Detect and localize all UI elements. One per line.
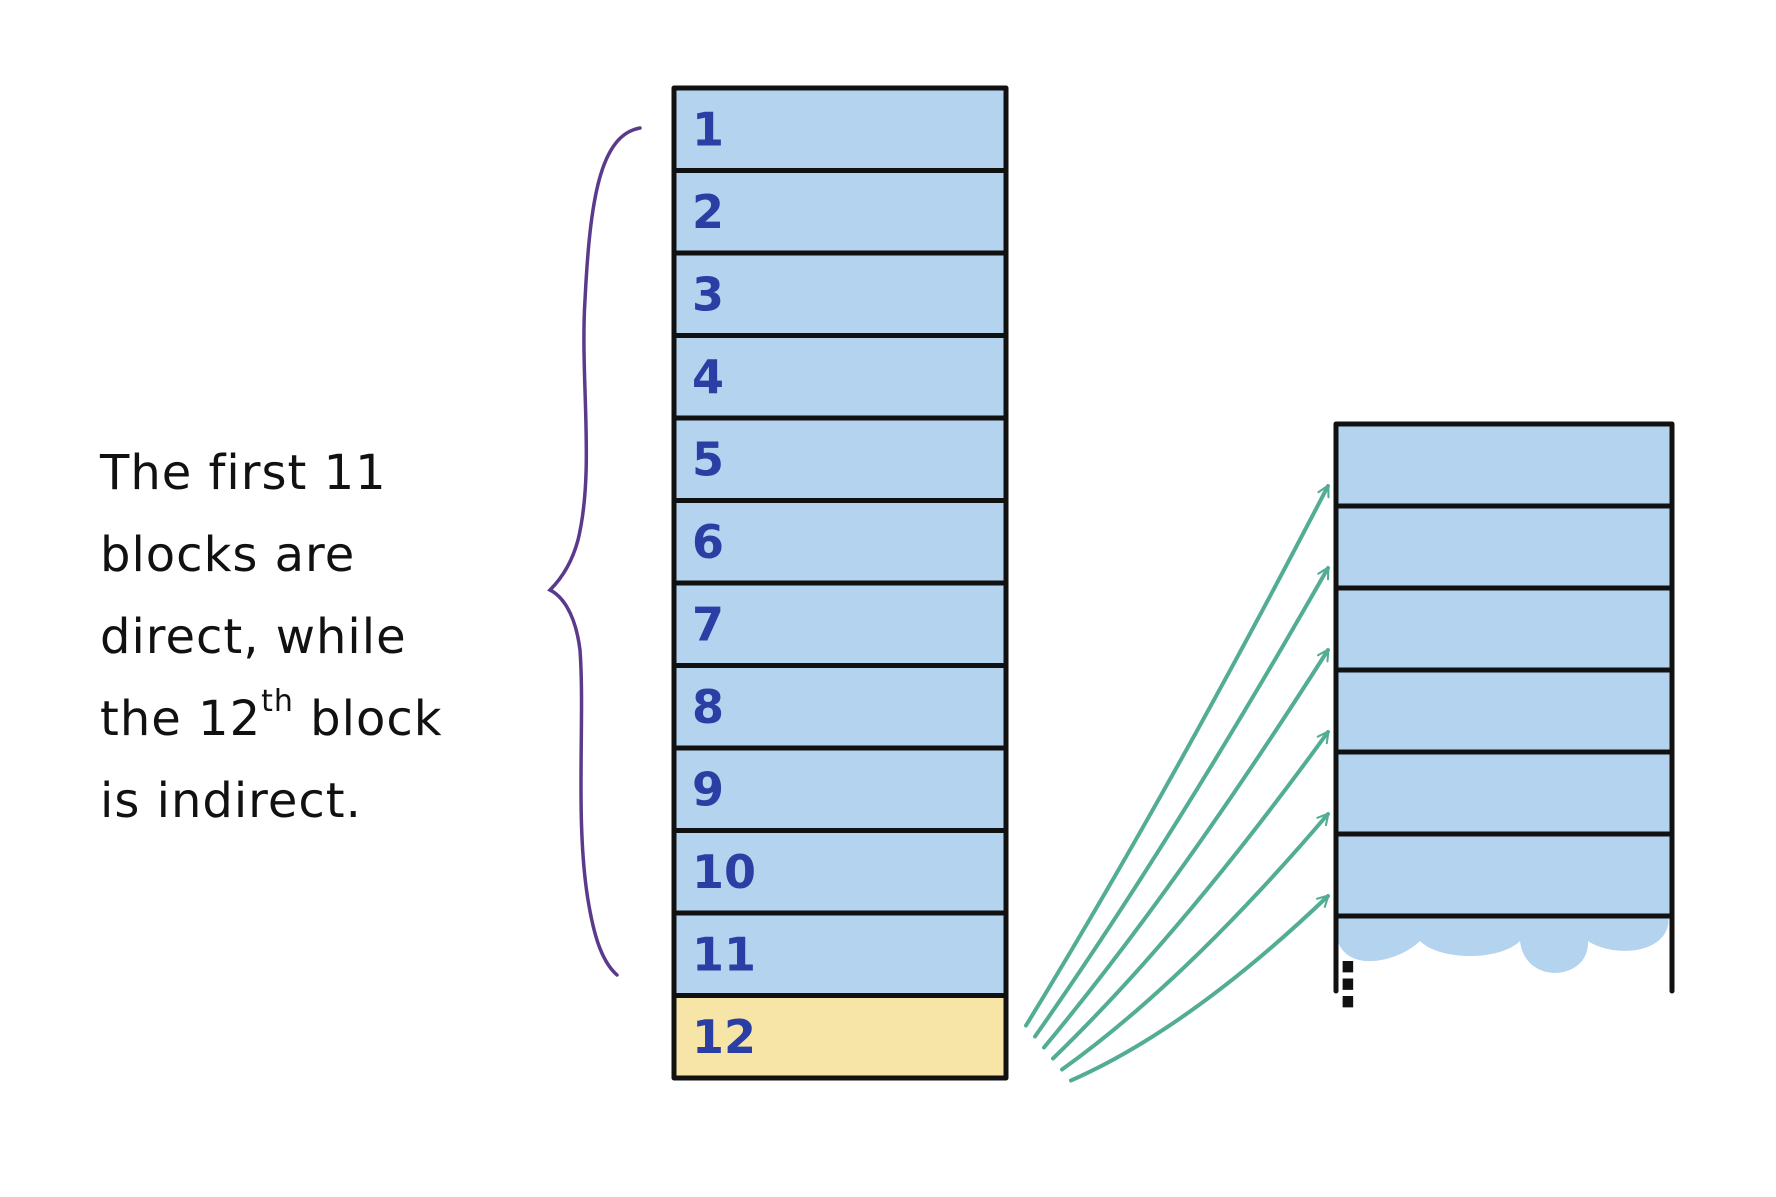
block-cell	[671, 85, 1009, 173]
block-number-label: 10	[692, 845, 756, 899]
caption-line-1: The first 11	[100, 445, 387, 501]
block-cell	[671, 580, 1009, 668]
block-cell	[671, 250, 1009, 338]
indirect-block-12: 12	[671, 993, 1009, 1081]
block-number-label: 5	[692, 432, 724, 486]
pointer-slot	[1333, 749, 1675, 837]
block-number-label: 3	[692, 267, 724, 321]
block-number-label: 12	[692, 1010, 756, 1064]
block-cell	[671, 333, 1009, 421]
caption-line-3: direct, while	[100, 609, 407, 665]
direct-block-5: 5	[671, 415, 1009, 503]
block-number-label: 1	[692, 102, 724, 156]
indirect-pointer-block	[1333, 421, 1675, 994]
direct-block-8: 8	[671, 663, 1009, 751]
pointer-slot	[1333, 503, 1675, 591]
block-cell	[671, 415, 1009, 503]
pointer-arrow	[1033, 566, 1330, 1039]
caption-line-5: is indirect.	[100, 773, 362, 829]
pointer-arrow	[1024, 484, 1330, 1028]
direct-block-2: 2	[671, 168, 1009, 256]
direct-block-3: 3	[671, 250, 1009, 338]
block-number-label: 11	[692, 927, 756, 981]
block-cell	[671, 910, 1009, 998]
caption-line-2: blocks are	[100, 527, 356, 583]
pointer-slot	[1333, 667, 1675, 755]
caption-line-4-superscript: th	[261, 684, 294, 719]
direct-block-9: 9	[671, 745, 1009, 833]
block-number-label: 7	[692, 597, 724, 651]
pointer-arrow	[1042, 648, 1330, 1050]
block-number-label: 6	[692, 515, 724, 569]
block-cell	[671, 993, 1009, 1081]
direct-block-7: 7	[671, 580, 1009, 668]
pointer-arrow	[1069, 894, 1330, 1083]
block-number-label: 8	[692, 680, 724, 734]
caption: The first 11 blocks are direct, while th…	[100, 432, 520, 842]
block-number-label: 2	[692, 185, 724, 239]
pointer-slot	[1333, 585, 1675, 673]
direct-block-10: 10	[671, 828, 1009, 916]
direct-block-1: 1	[671, 85, 1009, 173]
direct-block-4: 4	[671, 333, 1009, 421]
pointer-arrows	[1024, 484, 1330, 1083]
direct-block-11: 11	[671, 910, 1009, 998]
direct-block-6: 6	[671, 498, 1009, 586]
caption-line-4-start: the 12	[100, 691, 262, 747]
pointer-slot	[1333, 831, 1675, 919]
caption-line-4-end: block	[310, 691, 443, 747]
continuation-dots: ⋮	[1318, 950, 1378, 1020]
block-number-label: 4	[692, 350, 724, 404]
pointer-slot	[1333, 421, 1675, 509]
pointer-arrow	[1051, 730, 1330, 1061]
pointer-arrow	[1060, 812, 1330, 1072]
curly-brace	[547, 126, 642, 977]
block-number-label: 9	[692, 762, 724, 816]
caption-line-4: the 12th block	[100, 678, 520, 760]
